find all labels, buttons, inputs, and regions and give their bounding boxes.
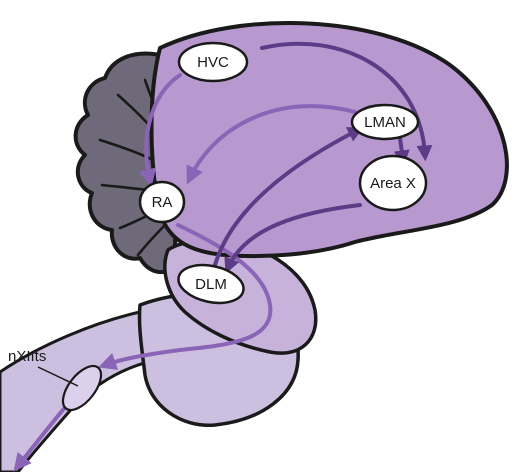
label-ra: RA [152,194,173,211]
nucleus-ra: RA [140,182,184,222]
label-area-x: Area X [370,175,416,192]
label-lman: LMAN [364,114,406,131]
nucleus-hvc: HVC [179,43,247,81]
nucleus-lman: LMAN [352,105,418,139]
label-dlm: DLM [195,276,227,293]
label-nxiits: nXIIts [8,348,46,365]
nucleus-area-x: Area X [360,156,426,210]
label-hvc: HVC [197,54,229,71]
